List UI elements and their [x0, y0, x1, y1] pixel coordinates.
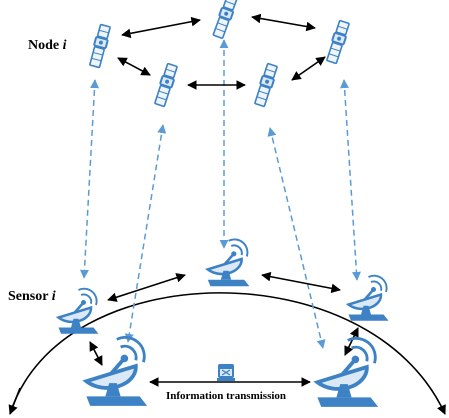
satellite-icon — [211, 0, 239, 40]
link-dish1-dish3 — [107, 273, 186, 302]
data-transmission-icon — [217, 364, 235, 381]
link-sat4-sat5 — [291, 56, 326, 81]
solid-links — [89, 13, 359, 387]
satellite-icon — [87, 23, 113, 69]
earth-arc-left-end — [8, 387, 21, 415]
satellite-icon — [252, 62, 280, 108]
link-sat3-sat5 — [251, 13, 316, 32]
dashed-link-1 — [79, 79, 100, 279]
satellite-icon — [324, 19, 352, 65]
satellite-dish-icon — [347, 274, 390, 322]
dashed-link-4 — [267, 127, 326, 349]
sensor-label: Sensor i — [8, 289, 56, 304]
link-dish3-dish5 — [261, 271, 341, 294]
dashed-link-2 — [124, 124, 167, 343]
satellite-dish-icon — [84, 335, 150, 408]
earth-arc — [9, 292, 446, 415]
link-sat1-sat3 — [121, 16, 201, 39]
satellite-dish-icon — [57, 287, 100, 335]
dashed-links — [79, 39, 361, 349]
dashed-link-5 — [340, 79, 361, 281]
node-label: Node i — [28, 38, 67, 53]
link-dish5-dish4 — [344, 327, 359, 356]
info-transmission-label: Information transmission — [166, 390, 286, 402]
link-sat1-sat2 — [117, 57, 151, 76]
link-dish1-dish2 — [89, 341, 103, 366]
satellite-dish-icon — [206, 238, 251, 288]
satellite-icon — [152, 62, 180, 108]
